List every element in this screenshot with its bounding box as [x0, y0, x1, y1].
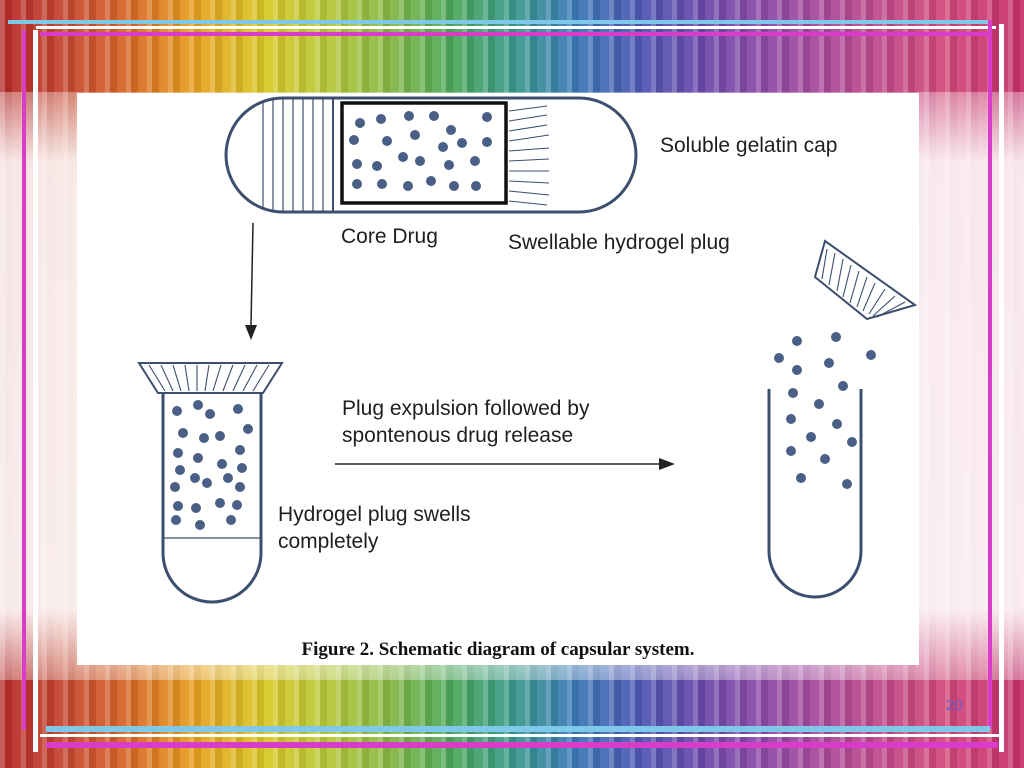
frame-line-bottom-white	[40, 734, 1002, 737]
frame-line-left-white	[33, 30, 38, 752]
label-hydrogel-swells: Hydrogel plug swells completely	[278, 501, 471, 555]
capsule-plug-hatching	[508, 105, 550, 206]
label-core-drug: Core Drug	[341, 225, 438, 248]
label-plug-expulsion-line1: Plug expulsion followed by	[342, 397, 590, 420]
figure-panel: Soluble gelatin cap Core Drug Swellable …	[77, 93, 919, 665]
frame-line-top-white	[36, 26, 996, 29]
frame-line-left-magenta	[22, 30, 26, 730]
label-plug-expulsion: Plug expulsion followed by spontenous dr…	[342, 395, 590, 449]
capsule-cap-hatching	[262, 98, 334, 212]
swollen-tube	[137, 362, 284, 604]
figure-caption: Figure 2. Schematic diagram of capsular …	[301, 639, 695, 660]
released-tube	[767, 332, 876, 599]
right-tube-outline	[767, 389, 863, 599]
expelled-plug	[813, 239, 918, 321]
label-hydrogel-swells-line1: Hydrogel plug swells	[278, 503, 471, 526]
capsule-shell	[224, 96, 638, 214]
core-drug-box	[340, 101, 508, 205]
left-tube-dots	[170, 400, 253, 530]
core-drug-dots	[349, 111, 492, 191]
frame-line-bottom-blue	[46, 726, 990, 732]
label-swellable-hydrogel-plug: Swellable hydrogel plug	[508, 231, 730, 254]
frame-line-right-white	[999, 24, 1004, 752]
label-hydrogel-swells-line2: completely	[278, 530, 379, 553]
frame-line-right-magenta	[988, 20, 992, 728]
label-plug-expulsion-line2: spontenous drug release	[342, 424, 574, 447]
capsule-diagram	[137, 96, 918, 604]
down-arrow	[245, 222, 257, 340]
released-drug-dots	[774, 332, 876, 489]
frame-line-bottom-magenta	[46, 742, 998, 748]
capsule	[224, 96, 638, 214]
right-arrow	[335, 458, 675, 470]
left-tube-outline	[161, 393, 263, 604]
page-number: 20	[946, 697, 963, 714]
frame-line-top-magenta	[40, 32, 990, 36]
label-soluble-gelatin-cap: Soluble gelatin cap	[660, 134, 838, 157]
frame-line-top-blue	[8, 20, 988, 24]
swollen-plug-hatching	[148, 364, 270, 392]
